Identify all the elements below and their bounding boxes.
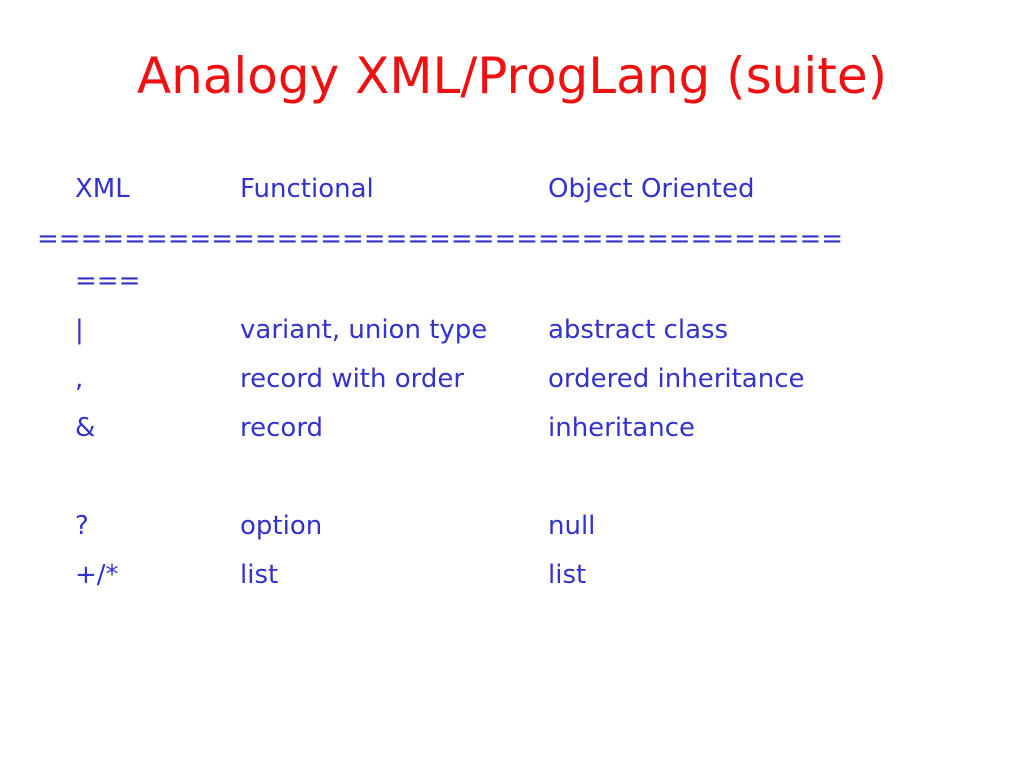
- xml-symbol: &: [75, 413, 96, 443]
- xml-symbol: |: [75, 315, 84, 345]
- separator-line: =====================================: [37, 224, 844, 254]
- oo-concept: null: [548, 511, 596, 541]
- functional-concept: record: [240, 413, 324, 443]
- functional-concept: list: [240, 560, 279, 590]
- functional-concept: option: [240, 511, 323, 541]
- functional-concept: variant, union type: [240, 315, 488, 345]
- header-object-oriented: Object Oriented: [548, 174, 755, 204]
- oo-concept: abstract class: [548, 315, 729, 345]
- xml-symbol: ?: [75, 511, 89, 541]
- header-functional: Functional: [240, 174, 374, 204]
- table-row: | variant, union type abstract class: [0, 310, 1024, 350]
- header-xml: XML: [75, 174, 130, 204]
- oo-concept: inheritance: [548, 413, 695, 443]
- oo-concept: ordered inheritance: [548, 364, 805, 394]
- xml-symbol: +/*: [75, 560, 119, 590]
- table-row: , record with order ordered inheritance: [0, 359, 1024, 399]
- separator-line-continued: ===: [75, 266, 141, 296]
- oo-concept: list: [548, 560, 587, 590]
- table-row: ? option null: [0, 506, 1024, 546]
- xml-symbol: ,: [75, 364, 84, 394]
- table-row: +/* list list: [0, 555, 1024, 595]
- slide-title: Analogy XML/ProgLang (suite): [136, 47, 888, 105]
- functional-concept: record with order: [240, 364, 465, 394]
- header-row: XML Functional Object Oriented: [0, 169, 1024, 209]
- table-row: & record inheritance: [0, 408, 1024, 448]
